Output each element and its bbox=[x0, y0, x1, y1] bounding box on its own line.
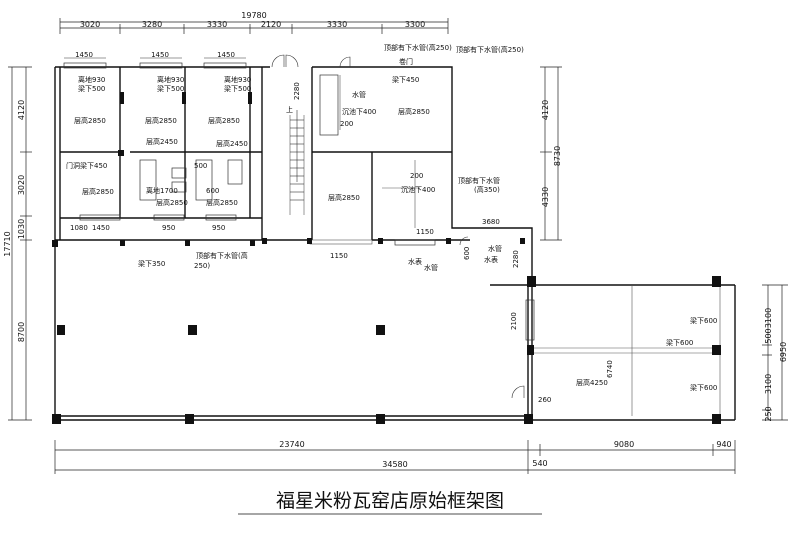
left-dim-1: 4120 bbox=[17, 100, 26, 120]
building-walls bbox=[54, 66, 736, 421]
bottom-dimension-chain bbox=[54, 440, 736, 474]
right-top-label-6: 沉池下400 bbox=[342, 107, 376, 116]
room3-label-5: 层高2850 bbox=[206, 198, 238, 207]
stair bbox=[290, 110, 304, 201]
top-dim-2: 3280 bbox=[142, 20, 162, 29]
right-top-label-4: 顶部有下水管(高250) bbox=[456, 45, 524, 54]
misc-dim-260: 260 bbox=[538, 396, 551, 404]
right-dim-3: 4330 bbox=[541, 187, 550, 207]
top-dim-3: 3330 bbox=[207, 20, 227, 29]
right-top-label-3: 梁下450 bbox=[392, 75, 419, 84]
room2-label-5: 离地1700 bbox=[146, 186, 178, 195]
top-dim-1: 3020 bbox=[80, 20, 100, 29]
misc-dim-950-a: 950 bbox=[162, 224, 175, 232]
right-top-label-7: 层高2850 bbox=[398, 107, 430, 116]
top-total-dim: 19780 bbox=[241, 11, 266, 20]
annex-height-label: 层高4250 bbox=[576, 378, 608, 387]
right-mid-label-4: 层高2850 bbox=[328, 193, 360, 202]
misc-dim-600: 600 bbox=[463, 247, 471, 260]
window-dim-1: 1450 bbox=[75, 51, 93, 59]
misc-dim-200-b: 200 bbox=[410, 172, 423, 180]
top-dim-6: 3300 bbox=[405, 20, 425, 29]
misc-dim-600-b: 600 bbox=[206, 187, 219, 195]
top-dimension-chain bbox=[59, 18, 449, 34]
toilet-blocks bbox=[139, 74, 339, 201]
window-dim-2: 1450 bbox=[151, 51, 169, 59]
top-doors bbox=[271, 54, 525, 399]
room2-label-1: 离地930 bbox=[157, 75, 184, 84]
far-right-dim-1: 3100 bbox=[764, 308, 773, 328]
interior-lines bbox=[289, 75, 721, 416]
misc-dim-2100: 2100 bbox=[510, 312, 518, 330]
top-dim-5: 3330 bbox=[327, 20, 347, 29]
bottom-left-label-1: 梁下350 bbox=[138, 259, 165, 268]
bottom-dim-4: 940 bbox=[716, 440, 731, 449]
bottom-left-label-3: 250) bbox=[194, 262, 210, 270]
right-top-label-1: 顶部有下水管(高250) bbox=[384, 43, 452, 52]
left-dimension-chain bbox=[8, 66, 32, 421]
room1-label-3: 层高2850 bbox=[74, 116, 106, 125]
room3-label-4: 层高2450 bbox=[216, 139, 248, 148]
bottom-total-dim: 34580 bbox=[382, 460, 407, 469]
bottom-dim-2: 540 bbox=[532, 459, 547, 468]
right-top-label-2: 卷门 bbox=[399, 57, 413, 66]
room1-label-2: 梁下500 bbox=[78, 84, 105, 93]
water-pipe-label-2: 水管 bbox=[488, 244, 502, 253]
misc-dim-200-a: 200 bbox=[340, 120, 353, 128]
stair-up-label: 上 bbox=[286, 105, 293, 114]
misc-dim-2280-a: 2280 bbox=[293, 82, 301, 100]
structural-columns bbox=[52, 92, 721, 424]
misc-dim-2280-b: 2280 bbox=[512, 250, 520, 268]
misc-dim-500: 500 bbox=[194, 162, 207, 170]
top-dim-4: 2120 bbox=[261, 20, 281, 29]
misc-dim-1150-a: 1150 bbox=[330, 252, 348, 260]
bottom-left-label-2: 顶部有下水管(高 bbox=[196, 251, 248, 260]
room1-label-1: 离地930 bbox=[78, 75, 105, 84]
right-mid-label-3: 沉池下400 bbox=[401, 185, 435, 194]
right-mid-label-1: 顶部有下水管 bbox=[458, 176, 500, 185]
room2-label-6: 层高2850 bbox=[156, 198, 188, 207]
annex-beam-label-1: 梁下600 bbox=[690, 316, 717, 325]
misc-dim-1150-b: 1150 bbox=[416, 228, 434, 236]
far-right-dim-2: 500 bbox=[764, 328, 773, 343]
water-meter-label-2: 水表 bbox=[484, 255, 498, 264]
misc-dim-1450: 1450 bbox=[92, 224, 110, 232]
far-right-dim-3: 6950 bbox=[779, 342, 788, 362]
water-meter-label-1: 水表 bbox=[408, 257, 422, 266]
right-dim-1: 4120 bbox=[541, 100, 550, 120]
misc-dim-3680: 3680 bbox=[482, 218, 500, 226]
annex-beam-label-3: 梁下600 bbox=[690, 383, 717, 392]
room3-label-2: 梁下500 bbox=[224, 84, 251, 93]
water-pipe-label-1: 水管 bbox=[424, 263, 438, 272]
room3-label-1: 离地930 bbox=[224, 75, 251, 84]
room1-label-4: 门洞梁下450 bbox=[66, 161, 107, 170]
room1-label-5: 层高2850 bbox=[82, 187, 114, 196]
left-dim-4: 8700 bbox=[17, 322, 26, 342]
room2-label-2: 梁下500 bbox=[157, 84, 184, 93]
right-dim-2: 8730 bbox=[553, 146, 562, 166]
drawing-title: 福星米粉瓦窑店原始框架图 bbox=[276, 490, 504, 512]
left-dim-2: 3020 bbox=[17, 175, 26, 195]
windows bbox=[63, 62, 535, 341]
window-dim-3: 1450 bbox=[217, 51, 235, 59]
room2-label-4: 层高2450 bbox=[146, 137, 178, 146]
bottom-dim-3: 9080 bbox=[614, 440, 634, 449]
far-right-dim-5: 250 bbox=[764, 406, 773, 421]
room2-label-3: 层高2850 bbox=[145, 116, 177, 125]
far-right-dimension-chain bbox=[762, 284, 788, 421]
bottom-dim-1: 23740 bbox=[279, 440, 304, 449]
far-right-dim-4: 3100 bbox=[764, 374, 773, 394]
room3-label-3: 层高2850 bbox=[208, 116, 240, 125]
right-mid-label-2: (高350) bbox=[474, 185, 500, 194]
misc-dim-950-b: 950 bbox=[212, 224, 225, 232]
annex-beam-label-2: 梁下600 bbox=[666, 338, 693, 347]
left-dim-3: 1030 bbox=[17, 219, 26, 239]
misc-dim-1080: 1080 bbox=[70, 224, 88, 232]
misc-dim-6740: 6740 bbox=[606, 360, 614, 378]
right-dimension-chain bbox=[540, 66, 562, 241]
left-total-dim: 17710 bbox=[3, 231, 12, 256]
right-top-label-5: 水管 bbox=[352, 90, 366, 99]
